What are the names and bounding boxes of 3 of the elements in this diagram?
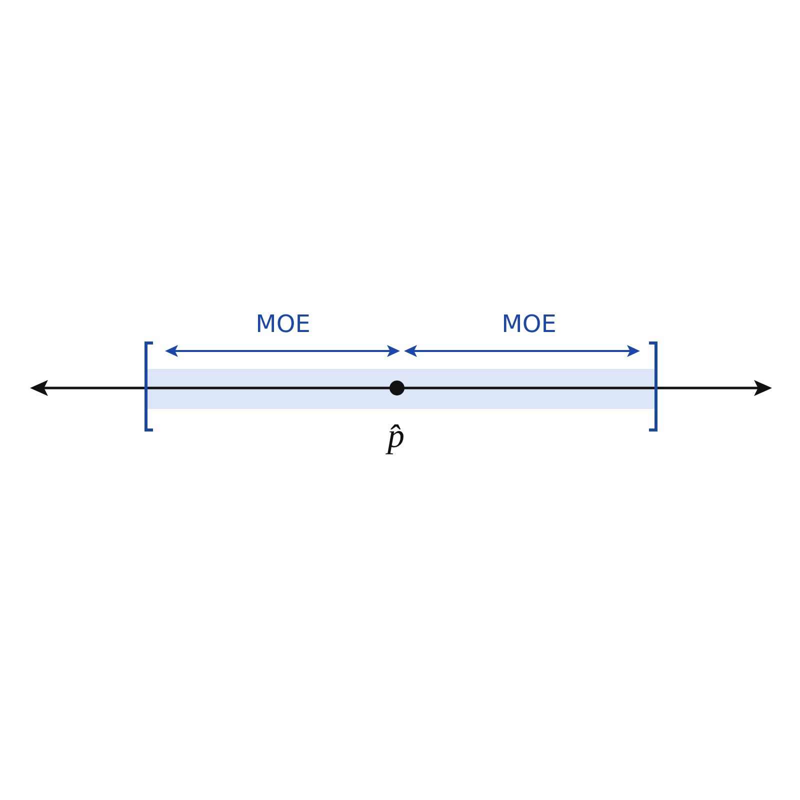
margin-of-error-label: MOE (502, 312, 556, 336)
margin-of-error-label: MOE (256, 312, 310, 336)
estimate-symbol: p̂ (388, 420, 404, 454)
